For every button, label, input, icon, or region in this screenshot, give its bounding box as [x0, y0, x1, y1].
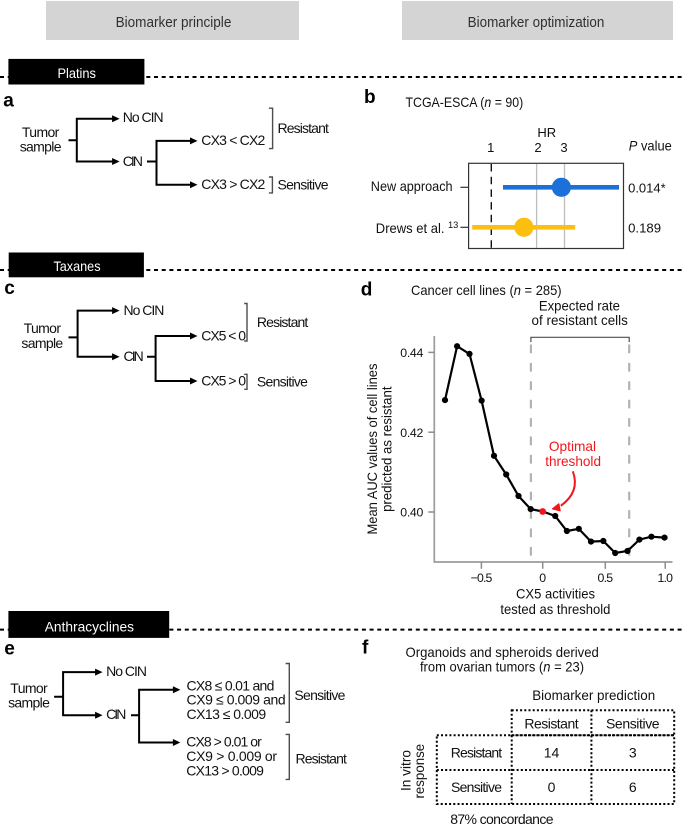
svg-text:0.42: 0.42	[400, 426, 423, 440]
svg-text:CX8 ≤ 0.01 and: CX8 ≤ 0.01 and	[187, 677, 275, 693]
svg-text:Tumor: Tumor	[22, 124, 60, 140]
svg-text:14: 14	[544, 744, 560, 760]
svg-text:0.44: 0.44	[400, 346, 423, 360]
svg-text:CX13 > 0.009: CX13 > 0.009	[186, 763, 264, 779]
svg-text:6: 6	[629, 779, 637, 795]
svg-text:e: e	[4, 639, 15, 660]
svg-text:tested as threshold: tested as threshold	[500, 601, 610, 617]
svg-text:0.014*: 0.014*	[628, 180, 666, 195]
svg-text:Taxanes: Taxanes	[53, 258, 100, 274]
svg-text:−0.5: −0.5	[471, 571, 493, 585]
svg-text:13: 13	[448, 220, 458, 230]
svg-text:Optimal: Optimal	[549, 438, 596, 454]
svg-text:sample: sample	[8, 695, 50, 711]
svg-text:CX5 < 0: CX5 < 0	[201, 327, 246, 343]
svg-text:CX5 > 0: CX5 > 0	[201, 372, 246, 388]
svg-text:In vitro: In vitro	[397, 750, 413, 791]
svg-text:Biomarker principle: Biomarker principle	[116, 14, 232, 31]
svg-text:Biomarker prediction: Biomarker prediction	[532, 687, 655, 703]
svg-text:Mean AUC values of cell lines: Mean AUC values of cell lines	[364, 364, 380, 535]
svg-text:CX9 > 0.009 or: CX9 > 0.009 or	[186, 748, 277, 764]
svg-text:Resistant: Resistant	[278, 120, 330, 136]
svg-text:CIN: CIN	[124, 348, 144, 364]
svg-text:0.189: 0.189	[628, 220, 661, 235]
svg-text:New approach: New approach	[371, 178, 453, 194]
svg-text:CX3 < CX2: CX3 < CX2	[201, 132, 265, 148]
svg-text:1.0: 1.0	[657, 571, 673, 585]
svg-text:2: 2	[534, 140, 541, 155]
svg-text:0.5: 0.5	[598, 571, 614, 585]
svg-text:1: 1	[487, 140, 494, 155]
svg-text:Sensitive: Sensitive	[606, 716, 660, 732]
svg-text:Sensitive: Sensitive	[451, 779, 502, 795]
svg-text:3: 3	[560, 140, 567, 155]
svg-text:0: 0	[548, 779, 556, 795]
svg-text:No CIN: No CIN	[106, 663, 147, 679]
svg-text:d: d	[361, 280, 373, 301]
svg-text:TCGA-ESCA (n = 90): TCGA-ESCA (n = 90)	[406, 94, 524, 110]
svg-text:CX9 ≤ 0.009 and: CX9 ≤ 0.009 and	[187, 692, 286, 708]
svg-text:Cancer cell lines (n = 285): Cancer cell lines (n = 285)	[411, 282, 562, 298]
svg-text:Tumor: Tumor	[24, 320, 62, 336]
svg-text:Resistant: Resistant	[451, 744, 503, 760]
svg-text:CIN: CIN	[123, 153, 143, 169]
svg-text:sample: sample	[20, 139, 62, 155]
svg-text:threshold: threshold	[545, 453, 601, 469]
svg-text:CX8 > 0.01 or: CX8 > 0.01 or	[186, 733, 262, 749]
svg-text:Biomarker optimization: Biomarker optimization	[468, 14, 605, 31]
svg-text:a: a	[3, 90, 14, 111]
svg-text:f: f	[362, 637, 369, 658]
svg-text:Resistant: Resistant	[524, 716, 578, 732]
svg-text:c: c	[4, 278, 15, 299]
svg-text:87% concordance: 87% concordance	[450, 811, 554, 825]
svg-text:Sensitive: Sensitive	[294, 687, 345, 703]
svg-text:Sensitive: Sensitive	[278, 177, 329, 193]
svg-text:Resistant: Resistant	[257, 314, 309, 330]
svg-text:0.40: 0.40	[400, 506, 423, 520]
svg-text:No CIN: No CIN	[123, 109, 164, 125]
svg-text:Tumor: Tumor	[10, 680, 48, 696]
svg-text:predicted as resistant: predicted as resistant	[379, 386, 395, 511]
svg-text:P value: P value	[629, 137, 672, 153]
svg-text:Expected rate: Expected rate	[539, 297, 620, 313]
svg-text:Drews et al.: Drews et al.	[376, 220, 445, 236]
svg-text:CX13 ≤ 0.009: CX13 ≤ 0.009	[187, 706, 267, 722]
svg-text:Sensitive: Sensitive	[257, 373, 308, 389]
svg-text:CIN: CIN	[106, 706, 126, 722]
svg-text:sample: sample	[21, 335, 63, 351]
svg-text:0: 0	[539, 571, 546, 585]
svg-text:CX3 > CX2: CX3 > CX2	[201, 176, 265, 192]
svg-text:of resistant cells: of resistant cells	[532, 312, 628, 328]
svg-text:b: b	[364, 87, 376, 108]
svg-text:No CIN: No CIN	[124, 302, 165, 318]
svg-text:from ovarian tumors (n = 23): from ovarian tumors (n = 23)	[420, 659, 584, 675]
svg-text:Anthracyclines: Anthracyclines	[45, 618, 134, 634]
svg-text:3: 3	[629, 744, 637, 760]
svg-text:Organoids and spheroids derive: Organoids and spheroids derived	[406, 644, 599, 660]
svg-text:Platins: Platins	[57, 65, 96, 81]
svg-text:response: response	[411, 744, 427, 799]
svg-text:Resistant: Resistant	[296, 751, 348, 767]
svg-text:HR: HR	[537, 125, 556, 140]
svg-text:CX5 activities: CX5 activities	[516, 585, 595, 601]
